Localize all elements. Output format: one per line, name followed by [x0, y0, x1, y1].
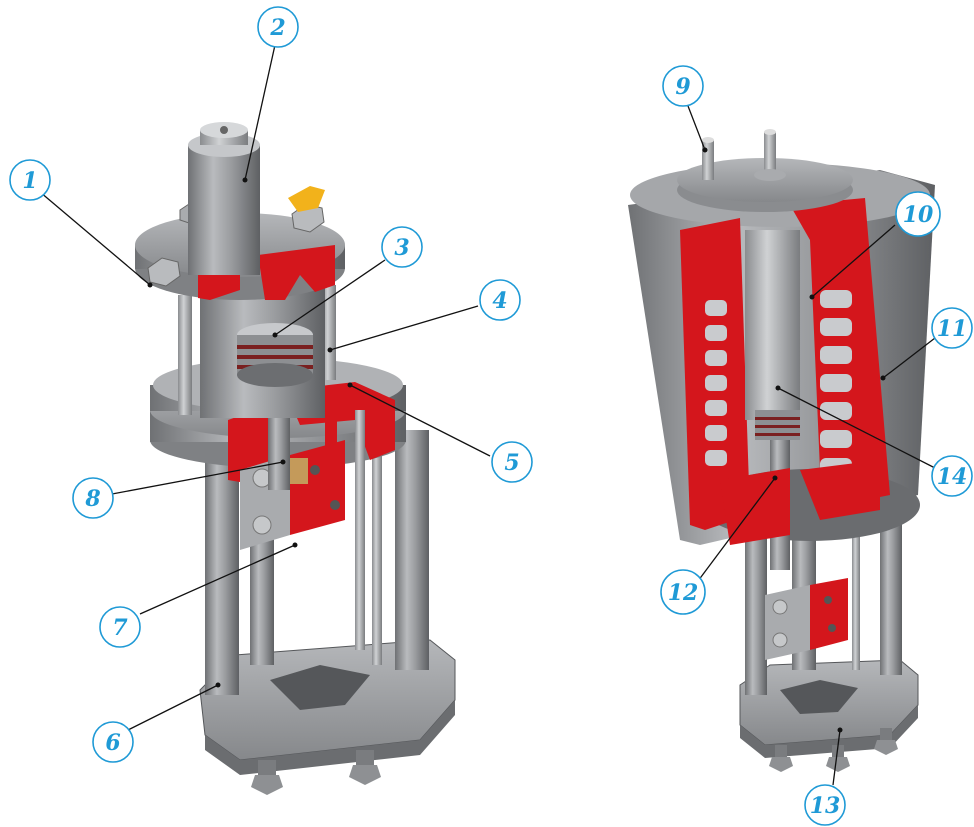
- callout-2-label: 2: [269, 15, 285, 41]
- callout-14: 14: [775, 385, 973, 497]
- callout-5-label: 5: [504, 450, 519, 476]
- callout-10-label: 10: [903, 202, 934, 228]
- left-flange-section: [228, 405, 270, 482]
- callout-14-label: 14: [937, 464, 968, 490]
- callout-3-label: 3: [394, 235, 409, 261]
- callout-4-label: 4: [492, 288, 507, 314]
- left-assembly: [135, 122, 456, 795]
- right-clamp-block: [765, 578, 848, 660]
- callout-10: 10: [809, 191, 941, 300]
- callout-12: 12: [660, 475, 778, 615]
- callout-4: 4: [327, 279, 521, 353]
- callout-12-label: 12: [668, 580, 699, 606]
- callout-13: 13: [804, 727, 846, 826]
- callout-3: 3: [272, 226, 423, 338]
- callout-1: 1: [9, 159, 153, 288]
- left-base-bolts: [251, 750, 381, 795]
- right-section-wall-left: [680, 218, 750, 530]
- callout-6-label: 6: [105, 730, 120, 756]
- right-assembly: [628, 129, 935, 772]
- callout-7-label: 7: [112, 615, 128, 641]
- callout-2: 2: [242, 6, 299, 183]
- right-spring-stack-left: [705, 300, 727, 466]
- left-yellow-fitting: [288, 186, 325, 212]
- left-column-right: [395, 430, 429, 670]
- callout-1-label: 1: [22, 168, 37, 194]
- callout-9: 9: [662, 65, 708, 153]
- callout-11: 11: [880, 307, 973, 381]
- callout-11-label: 11: [937, 316, 968, 342]
- callout-6: 6: [92, 682, 221, 763]
- right-piston: [755, 410, 800, 440]
- callout-8-label: 8: [84, 486, 100, 512]
- callout-7: 7: [99, 542, 298, 648]
- callout-5: 5: [347, 382, 533, 483]
- callout-9-label: 9: [675, 74, 690, 100]
- callout-13-label: 13: [810, 793, 841, 819]
- left-top-cylinder: [188, 145, 260, 275]
- right-inner-cylinder: [745, 230, 800, 420]
- right-port-right: [764, 132, 776, 174]
- callout-8: 8: [72, 459, 286, 519]
- right-base-bolts: [769, 728, 898, 772]
